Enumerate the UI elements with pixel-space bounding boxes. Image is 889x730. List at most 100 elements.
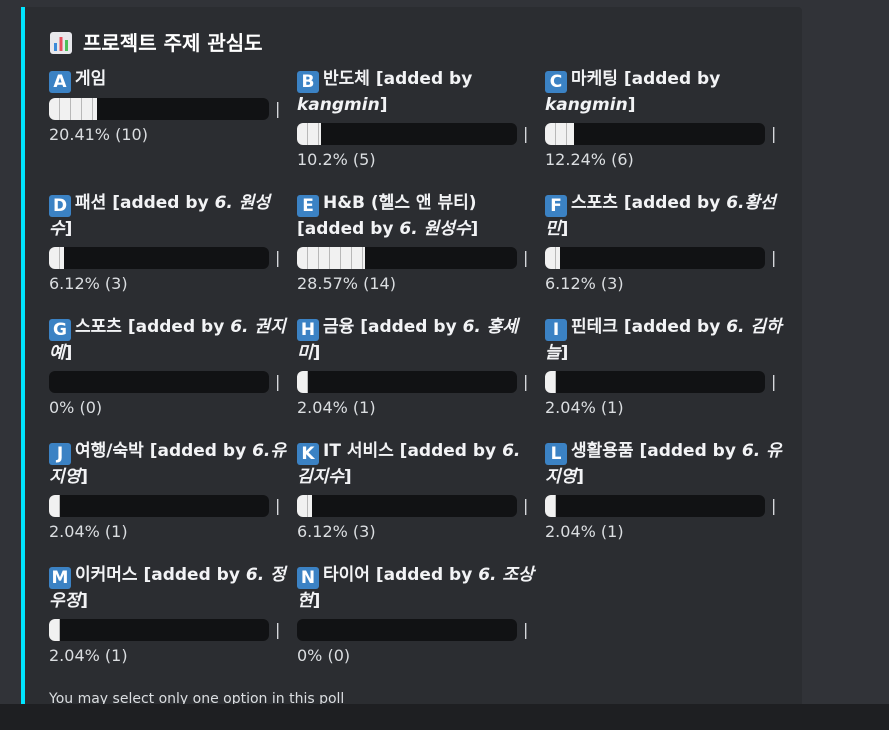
option-added-by-user: 6. 홍세미: [297, 317, 519, 363]
option-vote-stat: 2.04% (1): [49, 646, 128, 665]
option-added-by-close: ]: [627, 95, 636, 115]
option-progress-bar: [297, 247, 517, 269]
option-added-by-user: 6.유지영: [49, 441, 287, 487]
option-progress-bar: [545, 371, 765, 393]
bar-chart-icon: [49, 31, 73, 55]
option-bar-end-marker: |: [523, 496, 529, 515]
option-added-by: [added by: [617, 69, 721, 89]
option-added-by-user: 6. 정우정: [49, 565, 286, 611]
option-added-by-close: ]: [312, 343, 321, 363]
option-bar-row: |: [49, 371, 289, 393]
option-bar-end-marker: |: [275, 372, 281, 391]
option-progress-fill: [297, 495, 312, 517]
option-letter-badge: M: [49, 567, 71, 589]
option-bar-end-marker: |: [523, 372, 529, 391]
option-name: H&B (헬스 앤 뷰티): [323, 193, 477, 213]
option-added-by-close: ]: [80, 591, 89, 611]
option-added-by-close: ]: [64, 343, 73, 363]
option-name: 금융: [323, 317, 355, 337]
option-vote-stat: 0% (0): [297, 646, 351, 665]
option-name: 이커머스: [75, 565, 138, 585]
option-name: 반도체: [323, 69, 370, 89]
option-vote-stat: 0% (0): [49, 398, 103, 417]
option-added-by-close: ]: [80, 467, 89, 487]
poll-footer-note: You may select only one option in this p…: [49, 691, 345, 704]
option-bar-row: |: [49, 98, 289, 120]
option-progress-bar: [49, 619, 269, 641]
option-added-by-user: 6. 김하늘: [545, 317, 782, 363]
option-progress-fill: [49, 247, 64, 269]
option-added-by: [added by: [354, 317, 463, 337]
option-added-by-close: ]: [576, 467, 585, 487]
option-bar-end-marker: |: [771, 124, 777, 143]
option-added-by: [added by: [143, 441, 253, 461]
option-letter-badge: B: [297, 71, 319, 93]
option-bar-row: |: [297, 371, 537, 393]
option-progress-bar: [545, 247, 765, 269]
option-bar-end-marker: |: [523, 620, 529, 639]
option-bar-row: |: [545, 123, 785, 145]
option-added-by: [added by: [369, 565, 479, 585]
option-progress-fill: [545, 123, 574, 145]
option-name: 여행/숙박: [75, 441, 144, 461]
option-letter-badge: H: [297, 319, 319, 341]
option-added-by-user: 6. 원성수: [399, 219, 471, 239]
option-vote-stat: 2.04% (1): [545, 398, 624, 417]
option-name: 생활용품: [571, 441, 634, 461]
option-letter-badge: D: [49, 195, 71, 217]
option-name: IT 서비스: [323, 441, 394, 461]
option-progress-bar: [297, 123, 517, 145]
option-bar-end-marker: |: [771, 372, 777, 391]
option-name: 패션: [75, 193, 107, 213]
option-added-by-user: kangmin: [297, 95, 380, 115]
option-progress-bar: [297, 371, 517, 393]
option-letter-badge: C: [545, 71, 567, 93]
option-bar-end-marker: |: [771, 496, 777, 515]
option-progress-bar: [545, 123, 765, 145]
option-name: 스포츠: [571, 193, 618, 213]
option-progress-bar: [49, 371, 269, 393]
option-bar-row: |: [297, 247, 537, 269]
option-added-by: [added by: [617, 317, 727, 337]
option-bar-row: |: [545, 495, 785, 517]
option-bar-end-marker: |: [523, 248, 529, 267]
option-bar-end-marker: |: [523, 124, 529, 143]
bottom-bar: [0, 704, 889, 730]
option-bar-row: |: [297, 495, 537, 517]
option-added-by: [added by: [633, 441, 742, 461]
option-vote-stat: 6.12% (3): [297, 522, 376, 541]
option-bar-row: |: [545, 371, 785, 393]
option-letter-badge: I: [545, 319, 567, 341]
option-added-by-user: 6.황선민: [545, 193, 776, 239]
option-vote-stat: 2.04% (1): [297, 398, 376, 417]
option-added-by: [added by: [121, 317, 231, 337]
option-bar-end-marker: |: [275, 248, 281, 267]
right-side-gutter: [806, 0, 889, 704]
option-progress-fill: [297, 247, 365, 269]
option-added-by-user: 6. 김지수: [297, 441, 521, 487]
option-progress-fill: [297, 123, 321, 145]
option-progress-fill: [545, 371, 556, 393]
option-added-by-close: ]: [343, 467, 352, 487]
option-added-by-close: ]: [312, 591, 321, 611]
option-bar-row: |: [545, 247, 785, 269]
